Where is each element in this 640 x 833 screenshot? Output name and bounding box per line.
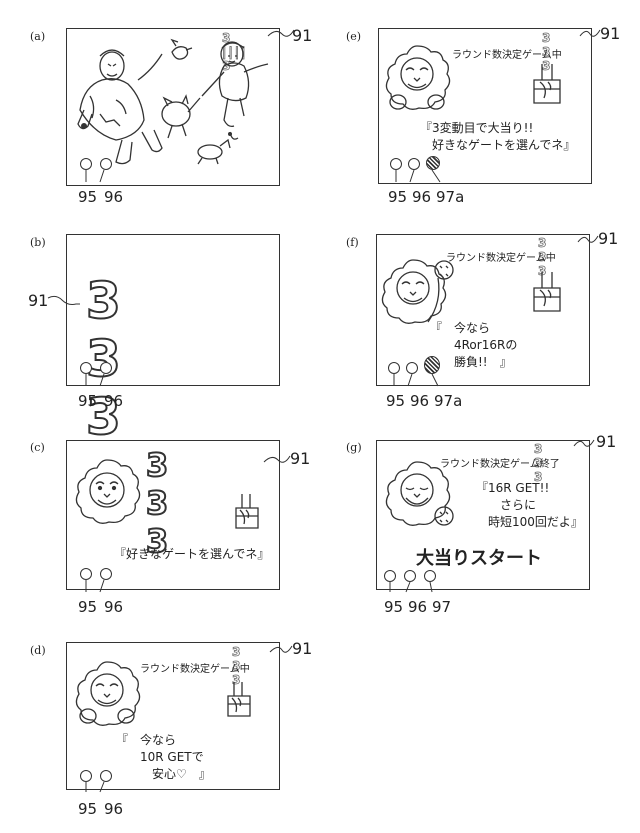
lamp-label-95: 95 [78, 800, 97, 818]
reference-leader [262, 452, 292, 468]
lamp-label-96: 96 [410, 392, 429, 410]
lamp-95 [80, 568, 92, 580]
lamp-95 [388, 362, 400, 374]
gate-icon [232, 492, 262, 530]
reference-numeral: 91 [596, 432, 616, 451]
panel-tag: (c) [30, 441, 45, 454]
lamp-96 [406, 362, 418, 374]
lamp-96 [408, 158, 420, 170]
lamp-96 [100, 568, 112, 580]
panel-tag: (b) [30, 236, 46, 249]
lamp-95 [80, 362, 92, 374]
lamp-95 [80, 158, 92, 170]
reference-leader [572, 436, 596, 452]
speech-message: 『16R GET!! さらに 時短100回だよ』 [476, 480, 583, 531]
lamp-97a [426, 156, 440, 170]
lamp-96 [100, 158, 112, 170]
gate-icon [530, 270, 564, 314]
lamp-95 [390, 158, 402, 170]
speech-message: 『 今なら 10R GETで 安心♡ 』 [116, 732, 211, 783]
reference-numeral: 91 [600, 24, 620, 43]
panel-tag: (f) [346, 236, 359, 249]
lamp-95 [384, 570, 396, 582]
jackpot-start-banner: 大当りスタート [416, 544, 542, 570]
lamp-label-96: 96 [408, 598, 427, 616]
reference-leader [576, 232, 600, 248]
lamp-label-96: 96 [104, 188, 123, 206]
lamp-95 [80, 770, 92, 782]
gate-icon [530, 62, 564, 106]
lion-mascot-illustration [384, 44, 450, 112]
lamp-label-95: 95 [78, 188, 97, 206]
reference-leader [46, 292, 86, 308]
lamp-96 [100, 770, 112, 782]
lamp-97a [424, 356, 440, 374]
lamp-label-96: 96 [412, 188, 431, 206]
speech-message: 『好きなゲートを選んでネ』 [114, 546, 269, 563]
lamp-label-97a: 97a [436, 188, 464, 206]
reel-digits-large: 3 3 3 [86, 272, 125, 446]
lamp-label-95: 95 [386, 392, 405, 410]
lamp-leaders [384, 374, 454, 394]
character-battle-illustration [72, 36, 272, 168]
lamp-label-95: 95 [384, 598, 403, 616]
lamp-label-97: 97 [432, 598, 451, 616]
lamp-leaders [78, 170, 128, 190]
lamp-label-96: 96 [104, 800, 123, 818]
status-text: ラウンド数決定ゲーム中 [452, 46, 562, 61]
reference-numeral: 91 [292, 26, 312, 45]
reference-numeral: 91 [598, 229, 618, 248]
panel-tag: (e) [346, 30, 361, 43]
lamp-label-96: 96 [104, 392, 123, 410]
gate-icon [224, 680, 254, 720]
lamp-label-95: 95 [78, 392, 97, 410]
lamp-label-95: 95 [388, 188, 407, 206]
status-text: ラウンド数決定ゲーム中 [140, 660, 250, 675]
lion-mascot-illustration [380, 256, 460, 328]
lamp-label-95: 95 [78, 598, 97, 616]
reference-numeral: 91 [292, 639, 312, 658]
reference-leader [578, 26, 602, 42]
lamp-97 [424, 570, 436, 582]
lion-mascot-illustration [74, 458, 140, 520]
speech-message: 『 今なら 4Ror16Rの 勝負!! 』 [430, 320, 517, 371]
lamp-96 [404, 570, 416, 582]
status-text: ラウンド数決定ゲーム中 [446, 249, 556, 264]
reel-digits: 3 3 3 [146, 446, 170, 560]
lamp-label-96: 96 [104, 598, 123, 616]
lamp-leaders [78, 374, 128, 394]
speech-message: 『3変動目で大当り!! 好きなゲートを選んでネ』 [420, 120, 575, 154]
panel-tag: (d) [30, 644, 46, 657]
lamp-96 [100, 362, 112, 374]
panel-tag: (a) [30, 30, 45, 43]
lion-mascot-illustration [384, 460, 458, 530]
reference-numeral: 91 [290, 449, 310, 468]
lion-mascot-illustration [74, 660, 140, 726]
lamp-leaders [386, 170, 456, 190]
panel-tag: (g) [346, 441, 362, 454]
reference-leader [268, 642, 294, 658]
lamp-label-97a: 97a [434, 392, 462, 410]
lamp-leaders [78, 782, 128, 802]
lamp-leaders [78, 580, 128, 600]
